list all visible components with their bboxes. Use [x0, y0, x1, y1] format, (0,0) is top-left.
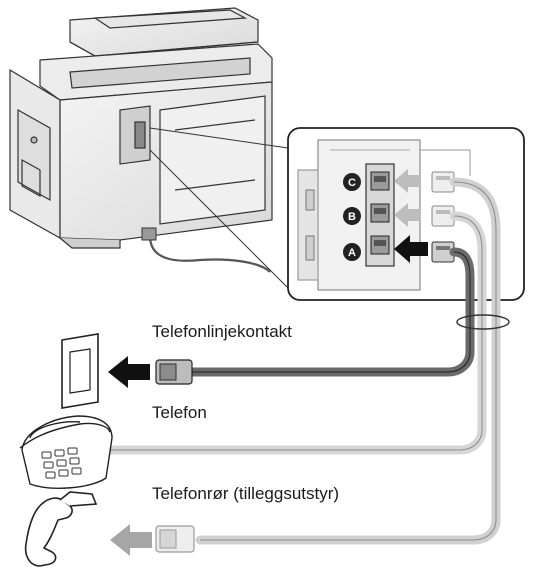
handset-icon — [24, 491, 98, 567]
arrow-left-icon — [394, 203, 420, 227]
label-wall-jack: Telefonlinjekontakt — [152, 322, 292, 341]
label-handset: Telefonrør (tilleggsutstyr) — [152, 484, 340, 503]
port-detail-inset: C B A — [287, 127, 525, 301]
arrow-left-icon — [108, 356, 150, 388]
arrow-left-icon — [394, 169, 420, 193]
jack-b — [370, 203, 390, 223]
power-plug — [141, 227, 157, 241]
svg-text:A: A — [348, 247, 356, 259]
arrow-left-icon — [110, 524, 152, 556]
modular-plug-icon — [431, 241, 455, 263]
modular-plug-icon — [155, 525, 195, 553]
arrow-left-icon — [394, 235, 428, 263]
jack-a — [370, 235, 390, 255]
modular-plug-icon — [155, 359, 193, 385]
port-badge-a: A — [343, 243, 361, 261]
zoom-leader-bottom — [149, 149, 289, 289]
svg-text:B: B — [348, 211, 356, 223]
port-badge-c: C — [343, 173, 361, 191]
cable-bundle-clip — [456, 314, 510, 330]
svg-text:C: C — [348, 177, 356, 189]
wall-jack-icon — [61, 333, 99, 409]
printer-icon — [9, 7, 273, 249]
port-badge-b: B — [343, 207, 361, 225]
label-telephone: Telefon — [152, 403, 207, 422]
jack-c — [370, 171, 390, 191]
zoom-leader-top — [149, 127, 289, 149]
telephone-icon — [19, 415, 113, 489]
power-cable — [148, 235, 271, 273]
